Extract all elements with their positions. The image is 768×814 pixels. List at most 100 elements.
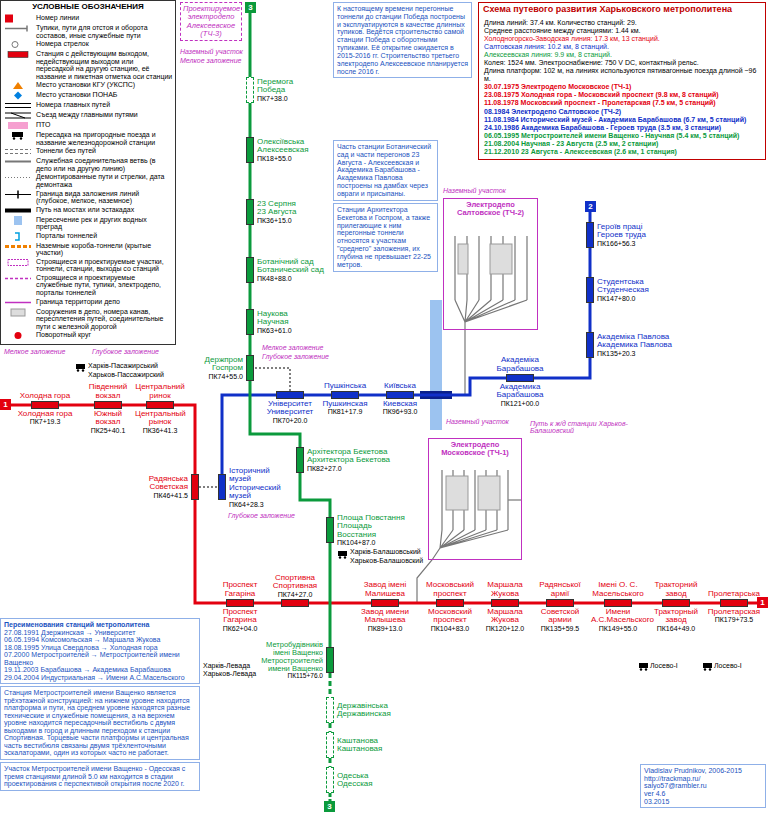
station-name: Радянська bbox=[130, 475, 188, 483]
legend-text: Строящиеся и проектируемые служебные пут… bbox=[36, 274, 173, 297]
box-text: 11.08.1984 Исторический музей - Академик… bbox=[484, 116, 761, 124]
station-name: Державінська bbox=[337, 702, 411, 710]
depth-note: Мелкое заложение bbox=[180, 57, 242, 64]
station-name: Каштанова bbox=[337, 737, 411, 745]
box-box: Станция Метростроителей имени Ващенко яв… bbox=[0, 686, 200, 760]
note-box: Часть станции Ботанический сад и части п… bbox=[333, 140, 438, 201]
legend-row: Номера стрелок bbox=[3, 40, 173, 49]
picket-mark: ПК149+55.0 bbox=[591, 625, 645, 632]
line-number: 1 bbox=[757, 597, 768, 608]
picket-mark: ПК82+27.0 bbox=[307, 465, 391, 472]
picket-mark: ПК64+28.3 bbox=[229, 500, 289, 507]
station-name: Ботанічний сад bbox=[257, 258, 329, 266]
station-marker: Ботанічний садБотанический садПК48+88.0 bbox=[246, 257, 254, 283]
track-line bbox=[249, 225, 252, 257]
track-stub bbox=[11, 404, 31, 407]
picket-mark: ПК18+55.0 bbox=[257, 155, 329, 162]
station-name: Завод имени Малышева bbox=[358, 608, 412, 625]
station-label-group: ПролетарскаяПК179+73.5 bbox=[707, 608, 761, 624]
picket-mark: ПК121+00.0 bbox=[489, 400, 551, 407]
track-line bbox=[249, 335, 252, 355]
station-label-group: РадянськаСоветскаяПК46+41.5 bbox=[130, 475, 188, 499]
picket-mark: ПК96+93.0 bbox=[374, 408, 426, 415]
track-line bbox=[359, 394, 386, 397]
box-text: Электродепо Салтовское (ТЧ-2) bbox=[446, 201, 535, 218]
railway-station: Харків-Балашовський bbox=[350, 548, 421, 555]
legend-row: Наземные короба-тоннели (крытые участки) bbox=[3, 242, 173, 257]
picket-mark: ПК104+83.0 bbox=[423, 625, 477, 632]
station-name: Наукова bbox=[257, 310, 329, 318]
box-text: Участок Метростроителей имени Ващенко - … bbox=[4, 765, 196, 788]
station-name: Победа bbox=[257, 86, 329, 94]
station-name: Університет bbox=[261, 400, 319, 408]
transfer-link bbox=[199, 486, 218, 488]
station-label-group: ОлексіївськаАлексеевскаяПК18+55.0 bbox=[257, 138, 329, 162]
station-marker: ПеремогаПобедаПК7+38.0 bbox=[246, 77, 254, 103]
picket-mark: ПК74+55.0 bbox=[188, 373, 243, 380]
legend-sample bbox=[3, 24, 33, 33]
station-label-group: Київська bbox=[374, 382, 426, 390]
station-label-group: Пушкінська bbox=[320, 382, 370, 390]
station-name: Проспект Гагаріна bbox=[214, 581, 266, 598]
station-name: Киевская bbox=[374, 400, 426, 408]
station-marker: КиївськаКиевскаяПК96+93.0 bbox=[386, 391, 414, 399]
station-marker: СпортивнаСпортивнаяПК74+27.0 bbox=[281, 599, 309, 607]
train-icon bbox=[703, 663, 712, 671]
legend-text: Съезд между главными путями bbox=[36, 111, 173, 119]
legend-row: Съезд между главными путями bbox=[3, 111, 173, 120]
box-text: 27.08.1991 Дзержинская → Университет bbox=[4, 629, 196, 637]
box-text: 30.07.1975 Электродепо Московское (ТЧ-1) bbox=[484, 83, 761, 91]
station-label-group: ПеремогаПобедаПК7+38.0 bbox=[257, 78, 329, 102]
station-name: Київська bbox=[374, 382, 426, 390]
legend-row: Сооружения в депо, номера канав, переспл… bbox=[3, 308, 173, 331]
legend-sample bbox=[3, 173, 33, 182]
picket-mark: ПК36+15.0 bbox=[257, 217, 329, 224]
track-line bbox=[589, 303, 592, 332]
picket-mark: ПК179+73.5 bbox=[707, 616, 761, 623]
station-name: Студентська bbox=[597, 278, 687, 286]
picket-mark: ПК89+13.0 bbox=[358, 625, 412, 632]
note-box: К настоящему времени перегонные тоннели … bbox=[333, 2, 472, 78]
station-marker: ПролетарськаПролетарскаяПК179+73.5 bbox=[720, 599, 748, 607]
legend-row: Номера главных путей bbox=[3, 101, 173, 110]
box-text: Длина платформ: 102 м, на линиях использ… bbox=[484, 67, 761, 83]
picket-mark: ПК62+04.0 bbox=[214, 625, 266, 632]
legend-sample bbox=[3, 91, 33, 100]
track-line bbox=[464, 602, 491, 605]
picket-mark: ПК63+61.0 bbox=[257, 327, 329, 334]
station-label-group: Ботанічний садБотанический садПК48+88.0 bbox=[257, 258, 329, 282]
picket-mark: ПК70+20.0 bbox=[261, 417, 319, 424]
station-marker: Архітектора БекетоваАрхитектора Бекетова… bbox=[296, 447, 304, 473]
station-label-group: СпортивнаСпортивнаяПК74+27.0 bbox=[269, 574, 321, 598]
station-name: Московский проспект bbox=[423, 608, 477, 625]
station-name: Академіка Барабашова bbox=[489, 356, 551, 373]
legend-sample bbox=[3, 190, 33, 199]
railway-station: Лосево-I bbox=[650, 662, 678, 669]
station-label-group: Академіка ПавловаАкадемика ПавловаПК135+… bbox=[597, 333, 687, 357]
station-label-group: Завод імені Малишева bbox=[358, 581, 412, 598]
picket-mark: ПК115+76.0 bbox=[257, 672, 323, 679]
station-name: Ботанический сад bbox=[257, 266, 329, 274]
box-text: Переименования станций метрополитена bbox=[4, 621, 196, 629]
legend-row: Место установки КГУ (УКСПС) bbox=[3, 81, 173, 90]
station-name: Пролетарская bbox=[707, 608, 761, 616]
station-name: Алексеевская bbox=[257, 146, 329, 154]
station-marker: РадянськаСоветскаяПК46+41.5 bbox=[191, 474, 199, 500]
station-name: Архитектора Бекетова bbox=[307, 456, 391, 464]
legend-row: Демонтированные пути и стрелки, дата дем… bbox=[3, 173, 173, 188]
station-marker: 23 Серпня23 АвгустаПК36+15.0 bbox=[246, 199, 254, 225]
station-label-group: Центральний ринок bbox=[135, 383, 185, 400]
box-text: Часть станции Ботанический сад и части п… bbox=[337, 143, 434, 198]
legend-row: Тоннели без путей bbox=[3, 147, 173, 156]
station-name: Архітектора Бекетова bbox=[307, 448, 391, 456]
depot-building bbox=[458, 244, 468, 274]
railway-station: Харків-Левада bbox=[203, 662, 250, 669]
station-marker: Академіка ПавловаАкадемика ПавловаПК135+… bbox=[586, 332, 594, 358]
station-name: Спортивная bbox=[269, 582, 321, 590]
track-line bbox=[589, 248, 592, 277]
box-box: Участок Метростроителей имени Ващенко - … bbox=[0, 762, 200, 791]
legend-text: Граница территории депо bbox=[36, 298, 173, 306]
picket-mark: ПК166+56.3 bbox=[597, 240, 687, 247]
station-label-group: Академіка Барабашова bbox=[489, 356, 551, 373]
station-name: Университет bbox=[261, 408, 319, 416]
